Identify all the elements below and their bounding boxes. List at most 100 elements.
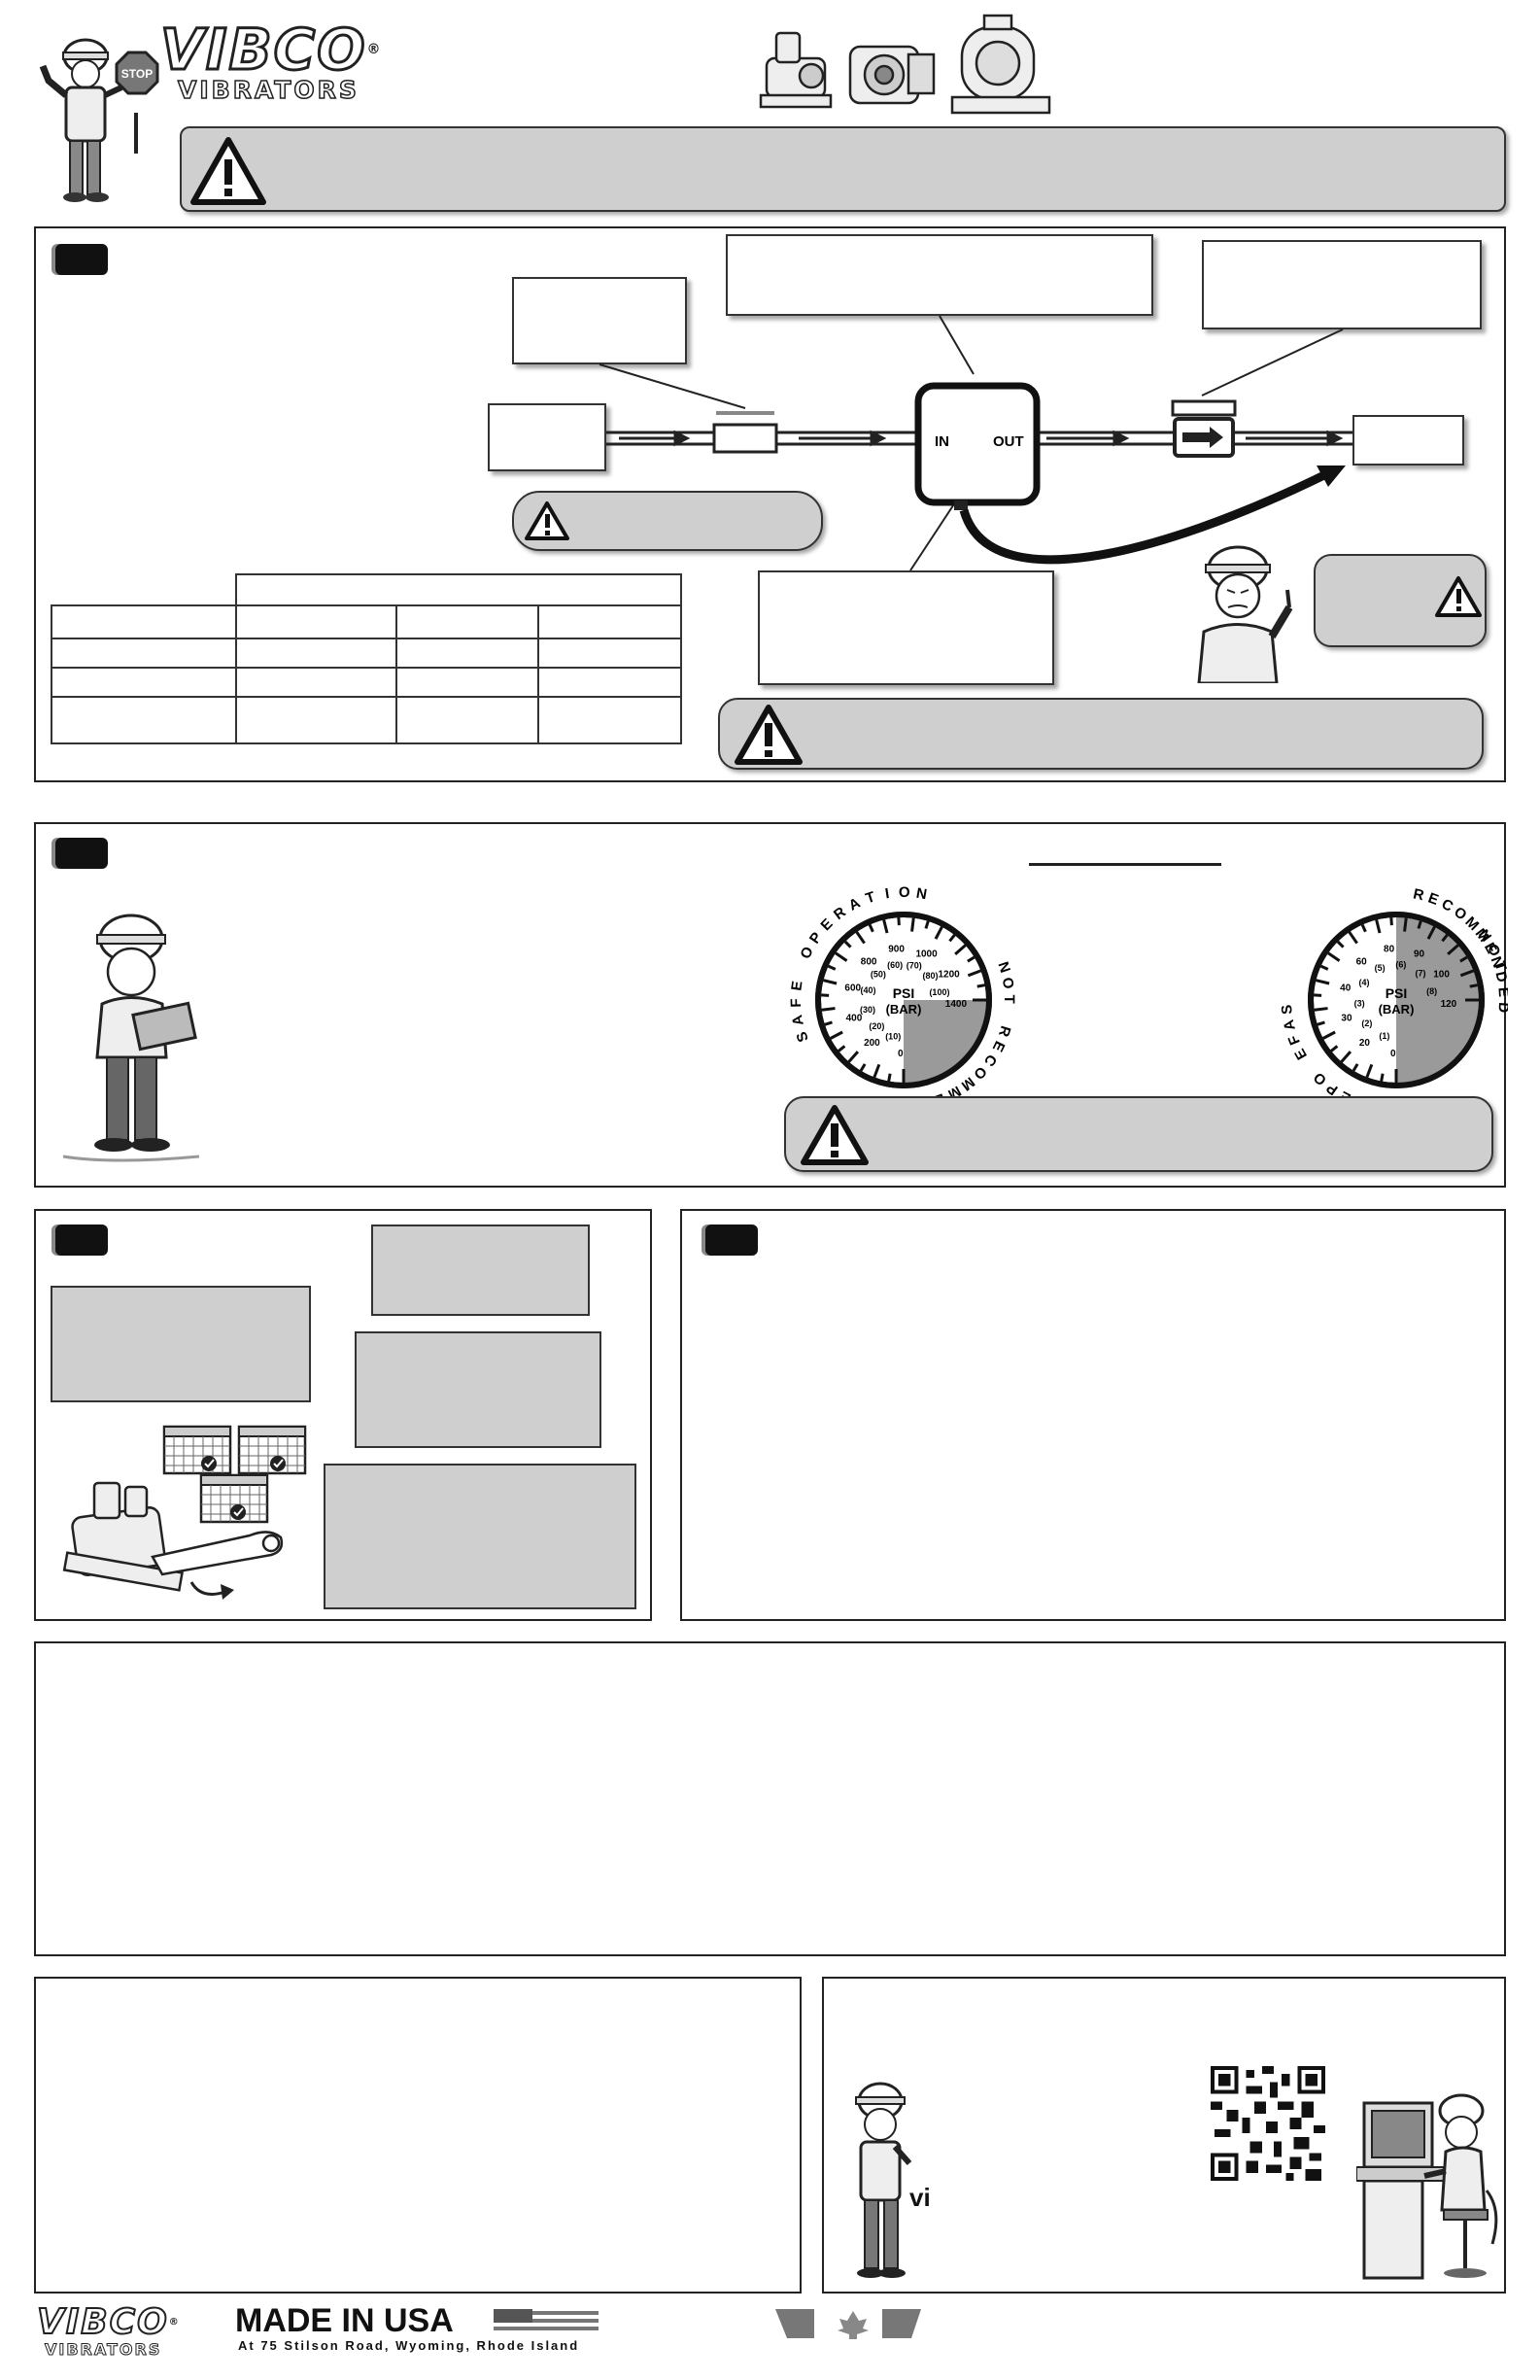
gauge-left-tick — [835, 951, 848, 962]
gauge-right-shade — [1396, 914, 1482, 1086]
table-header-cell — [234, 604, 397, 639]
table-row — [51, 638, 682, 669]
gauge-left-bar-label: (50) — [871, 969, 886, 979]
maintenance-callout-4 — [324, 1464, 636, 1609]
gauge-left-arc-not-letter: O — [999, 977, 1017, 991]
table-header-cell — [394, 604, 540, 639]
gauge-right-tick — [1336, 940, 1345, 949]
flag-icon — [494, 2309, 599, 2330]
footer-registered-mark: ® — [168, 2317, 181, 2328]
gauge-left-tick — [868, 923, 874, 933]
gauge-left-tick-label: 400 — [846, 1014, 863, 1024]
gauge-left-bar-label: (80) — [923, 971, 939, 981]
gauge-left-arc-safe-letter: I — [884, 885, 891, 902]
svg-text:STOP: STOP — [121, 67, 153, 81]
gauge-left-arc-safe-letter: R — [831, 904, 849, 923]
computer-worker-mascot — [1356, 2093, 1498, 2280]
gauge-right-rim — [1308, 912, 1485, 1088]
maintenance-callout-3 — [355, 1331, 601, 1448]
gauge-right-tick — [1459, 969, 1475, 978]
reading-worker-mascot — [62, 914, 200, 1162]
gauge-left-tick — [873, 1063, 881, 1079]
warning-triangle-icon — [801, 1105, 869, 1165]
gauge-right-bar-label: (5) — [1375, 963, 1386, 973]
gauge-right-tick — [1314, 1007, 1328, 1012]
gauge-right-tick — [1322, 1030, 1336, 1040]
gauge-left-bar-label: (10) — [885, 1031, 901, 1041]
gauge-left-arc-safe-letter: A — [846, 895, 864, 914]
gauge-left-tick — [847, 1051, 860, 1063]
callout-lubricator-box — [1202, 240, 1482, 329]
gauge-right-arc-rec-letter: E — [1494, 986, 1508, 997]
qr-code-icon[interactable] — [1211, 2066, 1325, 2181]
footer-brand-logo: VIBCO® — [36, 2302, 181, 2342]
gauge-left-bar-label: (70) — [907, 961, 922, 971]
warning-triangle-icon — [190, 137, 266, 205]
gauge-left-tick-label: 900 — [888, 945, 905, 955]
gauge-right-tick — [1375, 919, 1382, 934]
gauge-left-tick-label: 0 — [898, 1049, 904, 1059]
gauge-right-tick — [1469, 983, 1478, 988]
gauge-right-psi-label: PSI — [1386, 985, 1408, 1001]
gauge-right-tick-label: 90 — [1414, 949, 1425, 959]
gauge-left-bar-label: (60) — [887, 960, 903, 970]
bottom-left-text-panel — [34, 1977, 802, 2294]
section-2-warning-bar — [784, 1096, 1493, 1172]
gauge-left-arc-safe-letter: N — [915, 885, 929, 904]
gauge-left-tick — [967, 955, 975, 963]
section-1-warning-bar — [718, 698, 1484, 770]
air-line-diagram: IN OUT — [599, 315, 1352, 571]
gauge-left-tick — [948, 934, 956, 943]
gauge-left-arc-safe-letter: S — [793, 1029, 811, 1044]
air-supply-box — [488, 403, 606, 471]
warning-triangle-icon — [525, 501, 569, 540]
gauge-right-tick — [1426, 926, 1436, 940]
header-warning-bar — [180, 126, 1506, 212]
gauge-right-tick — [1348, 931, 1358, 945]
footer: VIBCO® VIBRATORS MADE IN USA At 75 Stils… — [0, 2299, 1540, 2380]
gauge-left-tick — [838, 1045, 846, 1052]
footer-brand-name: VIBCO — [36, 2302, 169, 2342]
gauge-left-tick-label: 1200 — [938, 970, 960, 981]
gauge-left-tick-label: 1000 — [915, 949, 938, 959]
warning-triangle-icon — [1435, 576, 1482, 617]
callout-filter-box — [512, 277, 687, 364]
gauge-right-tick — [1403, 917, 1408, 932]
gauge-left-arc-safe-letter: O — [797, 944, 817, 961]
gauge-left-arc-safe-letter: A — [789, 1014, 807, 1027]
contact-prefix-text: vi — [909, 2183, 931, 2212]
gauge-left-rim — [815, 912, 992, 1088]
gauge-left-bar-label: (30) — [860, 1005, 875, 1015]
gauge-left-arc-safe-letter: E — [817, 915, 836, 934]
table-group-header — [234, 573, 683, 606]
gauge-right-tick — [1327, 951, 1341, 962]
warranty-text-panel — [34, 1641, 1506, 1956]
section-3-badge — [55, 1224, 108, 1256]
calendar-check-icon — [237, 1425, 307, 1475]
gauge-left-tick — [967, 969, 982, 978]
gauge-right-tick — [1352, 1063, 1359, 1072]
gauge-right-tick-label: 20 — [1359, 1038, 1371, 1049]
gauge-left-arc-safe-letter: O — [899, 884, 910, 901]
gauge-right-tick — [1380, 1073, 1385, 1082]
gauge-left-tick — [976, 983, 985, 988]
wrench-icon — [62, 1481, 284, 1600]
gauge-right-arc-rec-letter: E — [1426, 890, 1441, 909]
gauge-right-arc-safe-letter: S — [1279, 1004, 1296, 1015]
gauge-right-bar-label: (7) — [1415, 968, 1425, 978]
stop-sign-icon: STOP — [115, 51, 159, 95]
side-warning-box — [1314, 554, 1487, 647]
callout-vibrator-top-box — [726, 234, 1153, 316]
callout-muffler-box — [758, 570, 1054, 685]
gauge-right-bar-label: (8) — [1426, 986, 1437, 996]
gauge-left-shade — [904, 1000, 990, 1087]
gauge-right-arc-safe-letter: F — [1285, 1033, 1304, 1048]
gauge-left-tick-label: 200 — [864, 1038, 880, 1049]
section-3-maintenance-panel — [34, 1209, 652, 1621]
gauge-right-arc-safe-letter: E — [1291, 1046, 1311, 1062]
gauge-left-tick — [827, 964, 837, 971]
gauge-right-tick — [1316, 979, 1330, 985]
gauge-right-arc-rec-letter: R — [1412, 885, 1425, 904]
gauge-left-tick — [824, 1020, 833, 1026]
warning-triangle-icon — [735, 705, 803, 765]
